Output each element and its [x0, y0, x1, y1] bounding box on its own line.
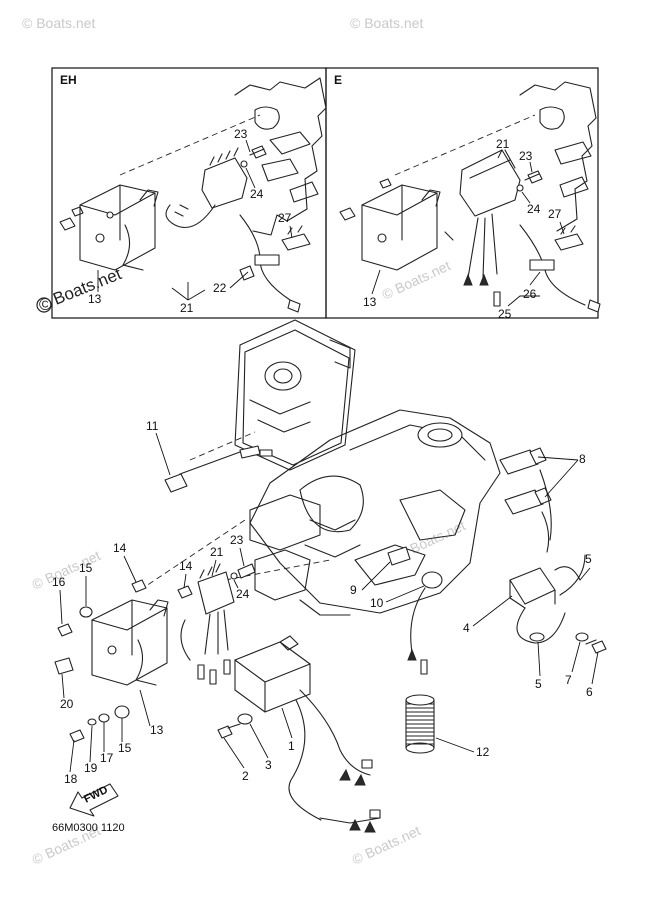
- callout-23: 23: [230, 533, 244, 547]
- callout-4: 4: [463, 621, 470, 635]
- watermark-bottom-right: © Boats.net: [350, 822, 423, 868]
- callout-5-top: 5: [585, 552, 592, 566]
- callout-24: 24: [236, 587, 250, 601]
- callout-eh-13: 13: [88, 292, 102, 306]
- callout-15-upper: 15: [79, 561, 93, 575]
- inset-eh-tag: EH: [60, 73, 77, 87]
- callout-e-24: 24: [527, 202, 541, 216]
- callout-e-26: 26: [523, 287, 537, 301]
- callout-5-bottom: 5: [535, 677, 542, 691]
- callout-15-lower: 15: [118, 741, 132, 755]
- callout-eh-27: 27: [278, 211, 292, 225]
- inset-eh-drawing: [59, 77, 327, 313]
- fwd-arrow: FWD: [69, 783, 119, 817]
- watermark-top-left: © Boats.net: [22, 15, 95, 31]
- watermark-top-right: © Boats.net: [350, 15, 423, 31]
- diagram-code: 66M0300 1120: [52, 822, 125, 834]
- callout-e-23: 23: [519, 149, 533, 163]
- callout-14-upper-left: 14: [113, 541, 127, 555]
- callout-eh-21: 21: [180, 301, 194, 315]
- callout-19: 19: [84, 761, 98, 775]
- callout-7: 7: [565, 673, 572, 687]
- callout-e-13: 13: [363, 295, 377, 309]
- callout-12: 12: [476, 745, 490, 759]
- watermark-eh-inset: © Boats.net: [36, 264, 124, 314]
- callout-10: 10: [370, 596, 384, 610]
- callout-6: 6: [586, 685, 593, 699]
- callout-e-27: 27: [548, 207, 562, 221]
- inset-e-frame: [325, 67, 599, 319]
- callout-17: 17: [100, 751, 114, 765]
- callout-eh-24: 24: [250, 187, 264, 201]
- callout-1: 1: [288, 739, 295, 753]
- callout-20: 20: [60, 697, 74, 711]
- callout-e-25: 25: [498, 307, 512, 321]
- callout-8: 8: [579, 452, 586, 466]
- watermark-eh-symbol: ©: [39, 295, 52, 314]
- sleeve-12: [405, 694, 435, 754]
- main-drawing: [54, 319, 607, 833]
- inset-e-drawing: [339, 81, 601, 313]
- callout-3: 3: [265, 758, 272, 772]
- callout-14-upper-right: 14: [179, 559, 193, 573]
- callout-eh-22: 22: [213, 281, 227, 295]
- callout-16: 16: [52, 575, 66, 589]
- callout-18: 18: [64, 772, 78, 786]
- callout-9: 9: [350, 583, 357, 597]
- callout-21: 21: [210, 545, 224, 559]
- inset-e-tag: E: [334, 73, 342, 87]
- callout-11: 11: [146, 419, 159, 433]
- callout-13: 13: [150, 723, 164, 737]
- callout-e-21: 21: [496, 137, 510, 151]
- callout-2: 2: [242, 769, 249, 783]
- callout-eh-23: 23: [234, 127, 248, 141]
